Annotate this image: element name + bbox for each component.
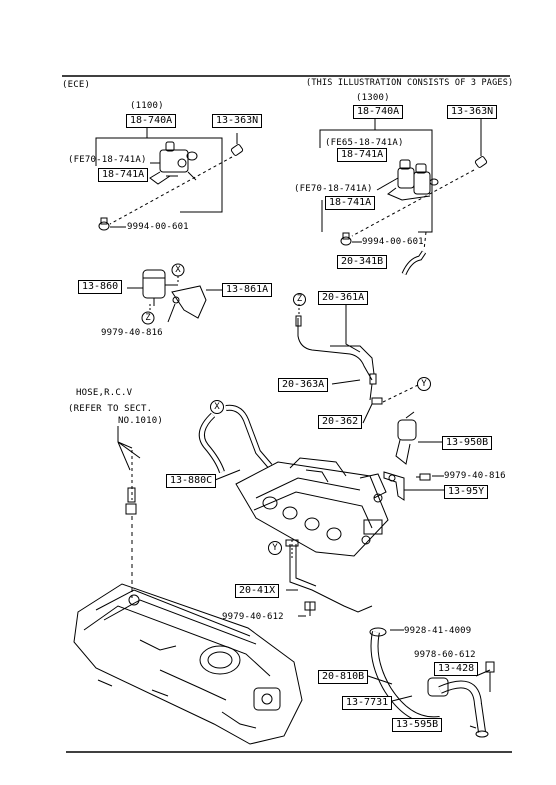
callout-z-1: Z bbox=[145, 313, 151, 323]
fe70-left-label: (FE70-18-741A) bbox=[68, 155, 147, 165]
part-18-741A-right-1[interactable]: 18-741A bbox=[337, 148, 388, 162]
hose-note-line-1: HOSE,R.C.V bbox=[76, 388, 133, 398]
intake-manifold bbox=[235, 457, 389, 557]
clamp-9928: 9928-41-4009 bbox=[404, 626, 472, 636]
part-13-595B[interactable]: 13-595B bbox=[392, 718, 443, 732]
valve-bracket bbox=[171, 285, 207, 319]
part-18-741A-left[interactable]: 18-741A bbox=[98, 168, 149, 182]
pages-note: (THIS ILLUSTRATION CONSISTS OF 3 PAGES) bbox=[306, 78, 514, 88]
pressure-regulator bbox=[395, 411, 417, 465]
part-13-363N-right[interactable]: 13-363N bbox=[447, 105, 498, 119]
bolt-9979-816a: 9979-40-816 bbox=[101, 328, 163, 338]
hose-note-line-3: NO.1010) bbox=[118, 416, 163, 426]
callout-y-1: Y bbox=[417, 377, 431, 391]
part-20-362[interactable]: 20-362 bbox=[318, 415, 363, 429]
fe70-right-label: (FE70-18-741A) bbox=[294, 184, 373, 194]
region-label: (ECE) bbox=[62, 80, 91, 90]
hose-note-line-2: (REFER TO SECT. bbox=[68, 404, 153, 414]
bolt-9979-816b: 9979-40-816 bbox=[444, 471, 506, 481]
part-13-861A[interactable]: 13-861A bbox=[222, 283, 273, 297]
connector-right bbox=[474, 119, 488, 168]
bolt-9994-right: 9994-00-601 bbox=[362, 237, 424, 247]
part-13-7731[interactable]: 13-7731 bbox=[342, 696, 393, 710]
part-13-860[interactable]: 13-860 bbox=[78, 280, 123, 294]
bolt-9994-left: 9994-00-601 bbox=[127, 222, 189, 232]
group-1300: (1300) bbox=[356, 93, 390, 103]
bolt-right bbox=[340, 232, 352, 246]
group-1100: (1100) bbox=[130, 101, 164, 111]
part-13-428[interactable]: 13-428 bbox=[434, 662, 479, 676]
bolt-9979-612: 9979-40-612 bbox=[222, 612, 284, 622]
callout-y-2: Y bbox=[268, 541, 282, 555]
part-20-363A[interactable]: 20-363A bbox=[278, 378, 329, 392]
part-18-740A-left[interactable]: 18-740A bbox=[126, 114, 177, 128]
connector-left bbox=[230, 133, 244, 156]
fe65-right-label: (FE65-18-741A) bbox=[325, 138, 404, 148]
part-20-341B[interactable]: 20-341B bbox=[337, 255, 388, 269]
vacuum-pipe-assembly bbox=[295, 304, 383, 405]
part-20-810B[interactable]: 20-810B bbox=[318, 670, 369, 684]
part-20-361A[interactable]: 20-361A bbox=[318, 291, 369, 305]
bolt-left bbox=[98, 217, 110, 231]
bolt-9979-816b bbox=[416, 473, 431, 481]
callout-x-1: X bbox=[175, 265, 181, 275]
check-valve bbox=[142, 269, 178, 306]
part-18-740A-right[interactable]: 18-740A bbox=[353, 105, 404, 119]
engine-head bbox=[73, 583, 303, 745]
part-18-741A-right-2[interactable]: 18-741A bbox=[325, 196, 376, 210]
hose-880C bbox=[198, 404, 273, 474]
part-13-880C[interactable]: 13-880C bbox=[166, 474, 217, 488]
part-20-41X[interactable]: 20-41X bbox=[235, 584, 280, 598]
callout-x-2: X bbox=[210, 400, 224, 414]
vacuum-solenoid-left bbox=[149, 141, 198, 185]
regulator-bracket bbox=[383, 471, 405, 501]
vacuum-solenoid-right bbox=[387, 159, 439, 201]
callout-z-2: Z bbox=[293, 293, 306, 306]
part-13-363N-left[interactable]: 13-363N bbox=[212, 114, 263, 128]
part-13-950B[interactable]: 13-950B bbox=[442, 436, 493, 450]
bolt-9978: 9978-60-612 bbox=[414, 650, 476, 660]
part-13-95Y[interactable]: 13-95Y bbox=[444, 485, 489, 499]
